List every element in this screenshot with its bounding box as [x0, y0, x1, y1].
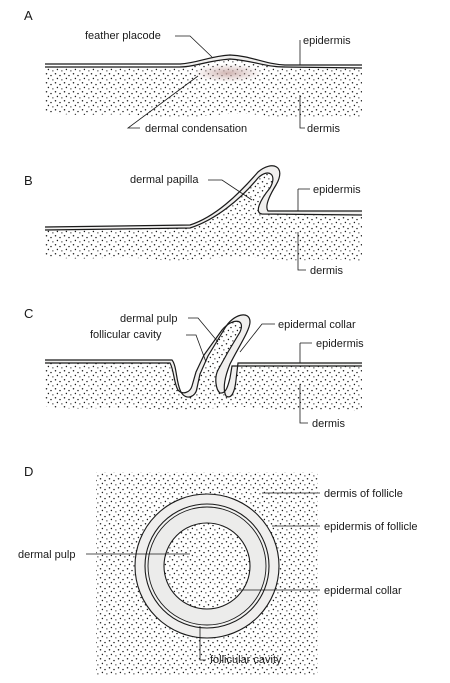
panel-a-dermis-region [45, 59, 362, 118]
label-epidermal-collar-d: epidermal collar [324, 585, 402, 597]
panel-d-letter: D [24, 464, 33, 479]
label-epidermis-c: epidermis [316, 338, 364, 350]
label-follicular-cavity-d: follicular cavity [210, 654, 282, 666]
panel-d: D dermis of follicle epidermis of follic… [18, 464, 418, 676]
panel-b-basement-line [44, 172, 363, 231]
label-feather-placode: feather placode [85, 30, 161, 42]
leader-dermis-b [297, 232, 306, 271]
dermal-pulp-core [163, 522, 251, 610]
leader-feather-placode [175, 35, 213, 58]
panel-b-dermis-region [45, 173, 362, 262]
label-epidermis-a: epidermis [303, 35, 351, 47]
panel-b-epidermis-line [44, 165, 362, 228]
panel-c: C dermal pulp follicular cavity epiderma… [24, 306, 364, 430]
panel-a-letter: A [24, 8, 33, 23]
label-dermis-b: dermis [310, 265, 344, 277]
label-dermal-pulp-d: dermal pulp [18, 549, 75, 561]
label-dermal-condensation: dermal condensation [145, 123, 247, 135]
dermal-condensation-shading [194, 64, 262, 82]
panel-b-letter: B [24, 173, 33, 188]
panel-a-basement-line [45, 58, 363, 69]
leader-dermis-c [299, 384, 308, 424]
panel-a-epidermis-line [45, 54, 362, 66]
leader-follicular-cavity-d [199, 626, 206, 661]
leader-follicular-cavity-c [186, 334, 207, 363]
label-epidermis-b: epidermis [313, 184, 361, 196]
panel-c-letter: C [24, 306, 33, 321]
panel-b: B dermal papilla epidermis dermis [24, 165, 363, 277]
label-dermis-a: dermis [307, 123, 341, 135]
label-epidermal-collar-c: epidermal collar [278, 319, 356, 331]
label-epidermis-of-follicle: epidermis of follicle [324, 521, 418, 533]
panel-a: A feather placode epidermis dermis derma… [24, 8, 363, 135]
leader-dermal-papilla [208, 179, 253, 201]
leader-dermis-a [299, 95, 305, 129]
label-dermis-c: dermis [312, 418, 346, 430]
label-dermal-papilla: dermal papilla [130, 174, 199, 186]
label-dermal-pulp-c: dermal pulp [120, 313, 177, 325]
panel-c-basement-line [45, 320, 362, 394]
leader-epidermal-collar-c [239, 323, 275, 353]
leader-dermal-pulp-c [188, 317, 219, 343]
label-follicular-cavity-c: follicular cavity [90, 329, 162, 341]
leader-epidermis-c [299, 342, 312, 363]
leader-dermal-condensation [126, 75, 199, 129]
leader-epidermis-b [297, 188, 310, 211]
label-dermis-of-follicle: dermis of follicle [324, 488, 403, 500]
